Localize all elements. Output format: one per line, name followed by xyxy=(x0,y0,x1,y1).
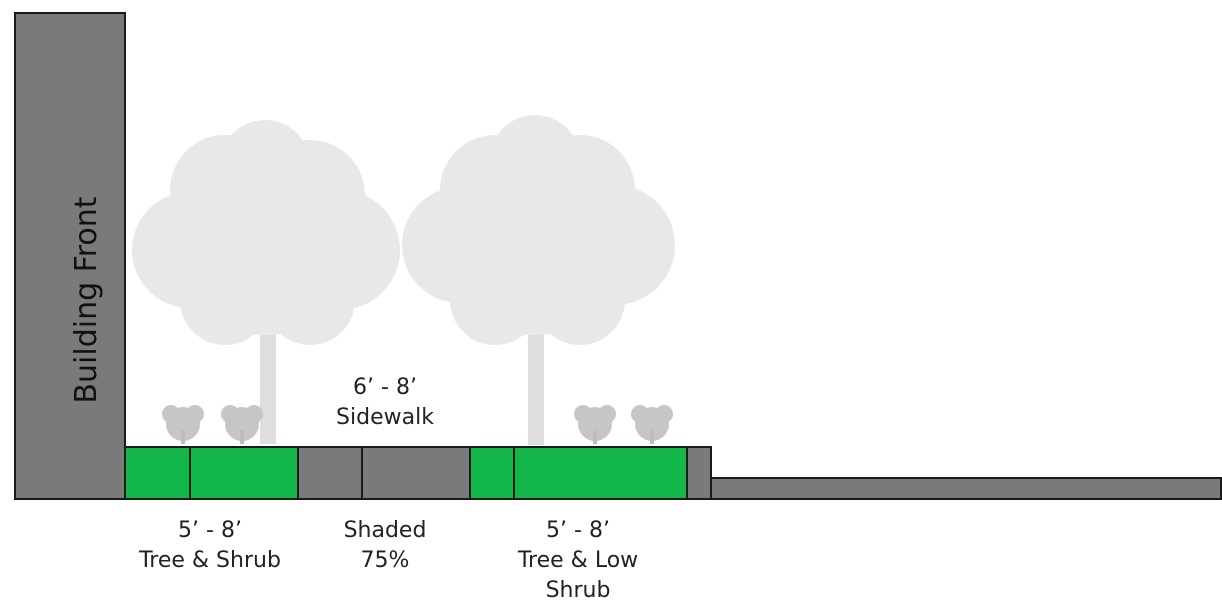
tree-left xyxy=(132,120,400,444)
zone-label-line: Tree & Low xyxy=(517,548,639,573)
shrub-2 xyxy=(221,405,263,444)
building-front-label: Building Front xyxy=(69,196,104,403)
shrub-4 xyxy=(631,405,673,444)
shrub-3 xyxy=(574,405,616,444)
planting-strip-left-b xyxy=(189,446,299,500)
sidewalk-label: 6’ - 8’ Sidewalk xyxy=(300,373,470,433)
tree-right xyxy=(402,115,675,445)
planting-strip-right-a xyxy=(469,446,515,500)
planting-strip-right-b xyxy=(513,446,688,500)
zone-label-tree-shrub: 5’ - 8’ Tree & Shrub xyxy=(120,516,300,576)
zone-label-line: Shrub xyxy=(545,578,611,603)
zone-label-shaded: Shaded 75% xyxy=(315,516,455,576)
zone-label-line: 75% xyxy=(360,548,410,573)
street-surface xyxy=(710,477,1222,500)
building-front-wall xyxy=(14,12,126,500)
sidewalk-title: Sidewalk xyxy=(336,405,434,430)
tree-left-trunk xyxy=(260,320,276,444)
zone-label-line: Shaded xyxy=(343,518,427,543)
zone-label-line: 5’ - 8’ xyxy=(546,518,610,543)
tree-right-trunk xyxy=(528,315,544,445)
zone-label-line: 5’ - 8’ xyxy=(178,518,242,543)
tree-left-canopy xyxy=(132,120,400,345)
sidewalk-dimension: 6’ - 8’ xyxy=(353,375,417,400)
curb xyxy=(686,446,712,500)
tree-right-canopy xyxy=(402,115,675,345)
sidewalk-segment-a xyxy=(297,446,363,500)
planting-strip-left-a xyxy=(124,446,191,500)
zone-label-tree-low-shrub: 5’ - 8’ Tree & Low Shrub xyxy=(488,516,668,606)
shrub-1 xyxy=(162,405,204,444)
zone-label-line: Tree & Shrub xyxy=(139,548,281,573)
sidewalk-segment-b xyxy=(361,446,471,500)
